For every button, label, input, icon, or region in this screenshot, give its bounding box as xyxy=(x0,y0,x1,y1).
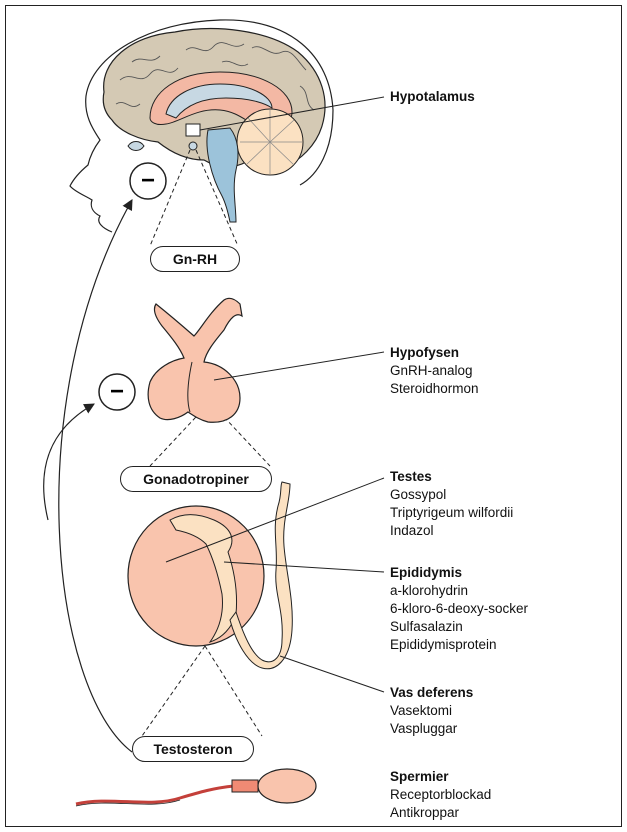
gnrh-pill: Gn-RH xyxy=(150,246,240,272)
label-testes: Testes Gossypol Triptyrigeum wilfordii I… xyxy=(390,468,513,540)
label-item: Indazol xyxy=(390,522,513,540)
label-item: 6-kloro-6-deoxy-socker xyxy=(390,600,528,618)
label-title: Testes xyxy=(390,468,513,486)
label-item: Antikroppar xyxy=(390,804,491,822)
label-item: GnRH-analog xyxy=(390,362,479,380)
testosterone-pill: Testosteron xyxy=(132,736,254,762)
pituitary-gland xyxy=(148,298,242,422)
label-title: Spermier xyxy=(390,768,491,786)
label-item: Triptyrigeum wilfordii xyxy=(390,504,513,522)
label-item: Receptorblockad xyxy=(390,786,491,804)
label-item: Sulfasalazin xyxy=(390,618,528,636)
label-title: Epididymis xyxy=(390,564,528,582)
sperm-tail xyxy=(76,786,234,804)
label-vas-deferens: Vas deferens Vasektomi Vaspluggar xyxy=(390,684,473,738)
label-pituitary: Hypofysen GnRH-analog Steroidhormon xyxy=(390,344,479,398)
label-title: Vas deferens xyxy=(390,684,473,702)
eye-icon xyxy=(128,142,144,151)
label-item: Vaspluggar xyxy=(390,720,473,738)
label-item: Steroidhormon xyxy=(390,380,479,398)
brainstem xyxy=(207,128,238,222)
label-item: Vasektomi xyxy=(390,702,473,720)
label-title: Hypofysen xyxy=(390,344,479,362)
label-hypothalamus: Hypotalamus xyxy=(390,88,475,106)
minus-sign-top: − xyxy=(130,167,166,195)
sperm-head xyxy=(258,769,316,803)
label-title: Hypotalamus xyxy=(390,88,475,106)
label-item: a-klorohydrin xyxy=(390,582,528,600)
label-item: Epididymisprotein xyxy=(390,636,528,654)
feedback-arrow-short xyxy=(44,404,94,520)
gonadotropins-pill: Gonadotropiner xyxy=(120,466,272,492)
pituitary-small xyxy=(189,142,197,150)
sperm-midpiece xyxy=(232,780,258,792)
label-item: Gossypol xyxy=(390,486,513,504)
label-sperm: Spermier Receptorblockad Antikroppar xyxy=(390,768,491,822)
minus-sign-mid: − xyxy=(99,378,135,406)
label-epididymis: Epididymis a-klorohydrin 6-kloro-6-deoxy… xyxy=(390,564,528,654)
hypothalamus-marker xyxy=(186,124,200,136)
